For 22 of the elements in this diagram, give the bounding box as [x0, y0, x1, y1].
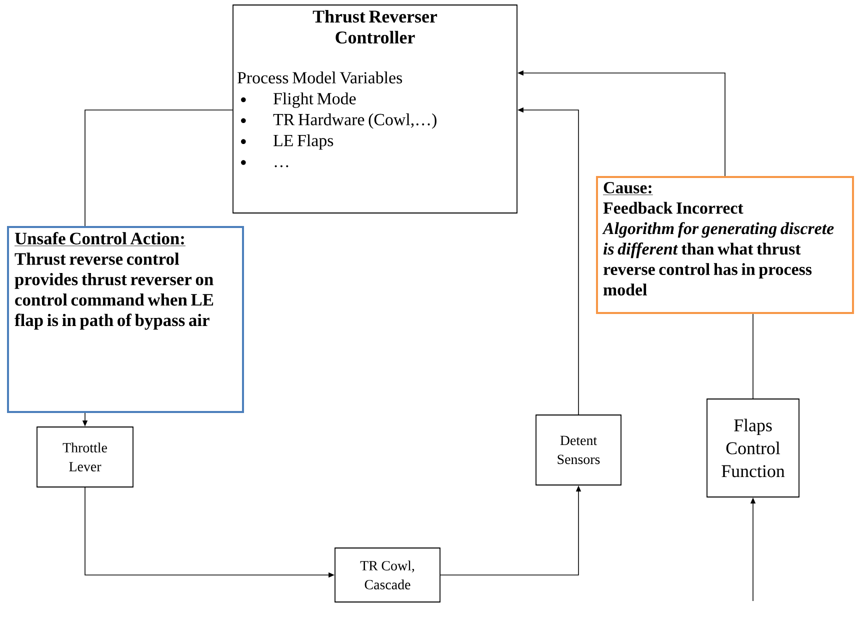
block-box [232, 4, 518, 214]
block-box [36, 426, 134, 488]
box-text: Algorithm for generating discrete is different than what thrust reverse control has in process model [602, 222, 834, 296]
box-text: Thrust reverse control provides thrust reverser on control command when LE flap is in path of bypass air [14, 252, 214, 330]
block-box [536, 414, 622, 486]
box-heading: Cause: [602, 182, 654, 196]
list-item: TR Hardware (Cowl,…) [273, 113, 436, 129]
subtitle: Process Model Variables [238, 72, 402, 84]
box-title: Thrust Reverser Controller [312, 10, 438, 44]
block-box [334, 548, 440, 602]
box-label: Throttle Lever [62, 442, 107, 472]
unsafe-action-box [7, 226, 244, 413]
box-label: Detent Sensors [558, 436, 600, 464]
box-label: TR Cowl, Cascade [360, 560, 414, 590]
cause-box [596, 176, 854, 314]
box-text: Feedback Incorrect [603, 202, 744, 214]
list-item: Flight Mode [274, 92, 356, 108]
block-box [706, 398, 800, 498]
list-item: … [274, 165, 288, 168]
list-item: LE Flaps [274, 134, 334, 150]
box-heading: Unsafe Control Action: [14, 232, 186, 246]
box-label: Flaps Control Function [722, 418, 785, 478]
